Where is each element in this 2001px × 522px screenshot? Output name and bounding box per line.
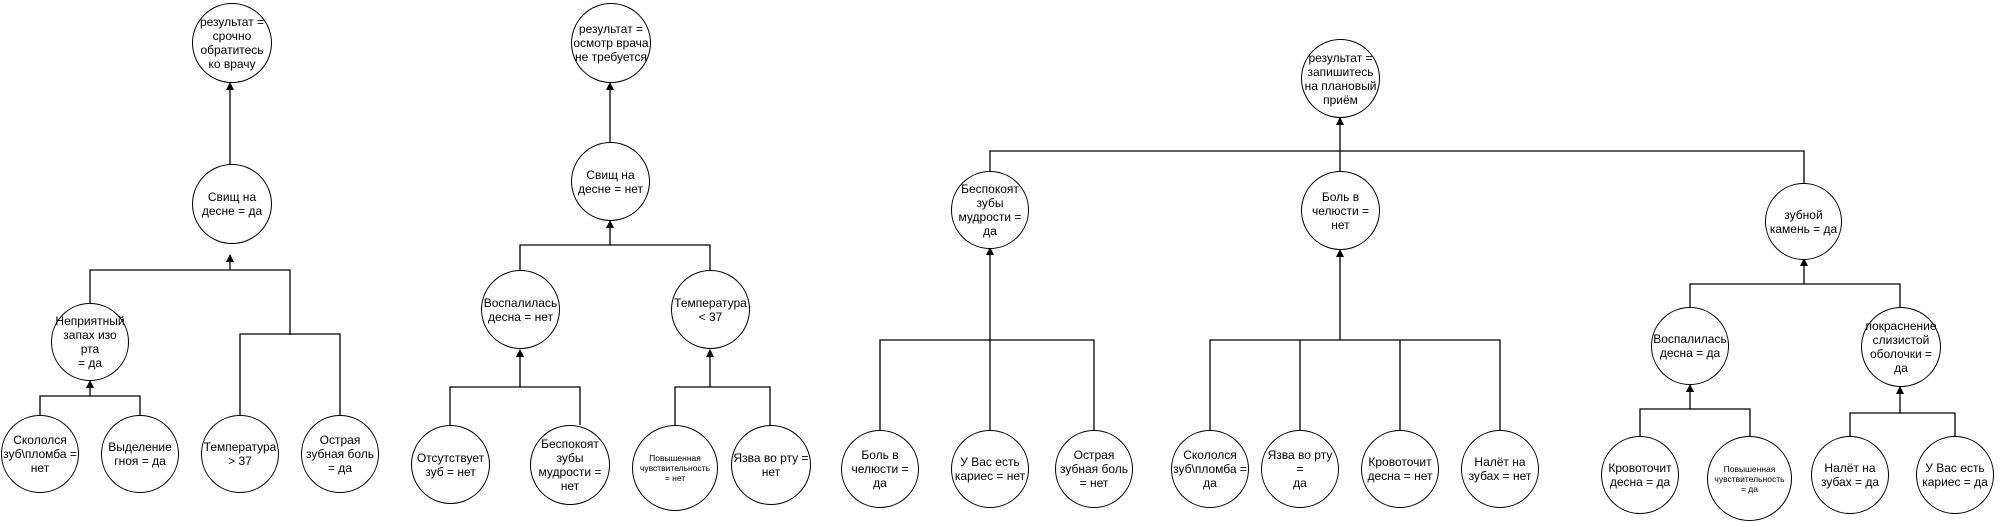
node-label: У Вас есть кариес = нет (954, 455, 1026, 483)
node-t3-mudr: Беспокоят зубы мудрости = да (951, 171, 1029, 249)
node-label: Острая зубная боль = да (305, 433, 375, 475)
node-t3-kamen: зубной камень = да (1765, 183, 1842, 260)
node-label: Выделение гноя = да (108, 440, 172, 468)
node-label: покраснение слизистой оболочки = да (1865, 319, 1937, 375)
node-label: Неприятный запах изо рта = да (55, 314, 125, 370)
node-label: Острая зубная боль = нет (1059, 448, 1129, 490)
node-t2-result: результат = осмотр врача не требуется (571, 3, 651, 83)
node-t2-yazva: Язва во рту = нет (731, 425, 811, 505)
node-label: результат = осмотр врача не требуется (573, 22, 649, 64)
node-t2-vospal: Воспалилась десна = нет (481, 270, 560, 349)
node-t1-zapah: Неприятный запах изо рта = да (51, 303, 129, 381)
node-label: Воспалилась десна = да (1653, 332, 1727, 360)
node-label: Скололся зуб\пломба = да (1173, 448, 1247, 490)
node-t1-skolol: Скололся зуб\пломба = нет (1, 415, 79, 493)
node-t3-vospal: Воспалилась десна = да (1651, 307, 1729, 385)
node-t2-chuvst: Повышенная чувствительность = нет (632, 425, 718, 511)
node-label: Боль в челюсти = нет (1311, 189, 1370, 232)
node-t1-temp: Температура > 37 (201, 415, 279, 493)
node-label: Повышенная чувствительность = нет (639, 453, 711, 483)
node-label: зубной камень = да (1769, 207, 1838, 236)
node-t3-chelust: Боль в челюсти = нет (1301, 171, 1380, 250)
node-label: Налёт на зубах = да (1820, 461, 1880, 489)
node-label: Кровоточит десна = нет (1367, 455, 1433, 483)
node-label: результат = запишитесь на плановый приём (1304, 50, 1377, 107)
connector-lines (39, 82, 1956, 436)
node-t3-skolol: Скололся зуб\пломба = да (1171, 430, 1249, 508)
node-label: Свищ на десне = да (201, 190, 263, 218)
node-t2-svish: Свищ на десне = нет (571, 142, 650, 221)
node-label: Язва во рту = да (1267, 448, 1333, 490)
node-label: Кровоточит десна = да (1608, 461, 1672, 489)
node-label: Язва во рту = нет (733, 451, 809, 479)
node-t3-krovo2: Кровоточит десна = да (1601, 436, 1679, 514)
node-label: Беспокоят зубы мудрости = да (958, 182, 1022, 238)
node-label: Беспокоят зубы мудрости = нет (538, 437, 602, 493)
node-t3-result: результат = запишитесь на плановый приём (1301, 39, 1380, 118)
node-t1-bol: Острая зубная боль = да (301, 415, 379, 493)
node-label: Температура > 37 (203, 440, 277, 468)
node-label: Температура < 37 (674, 295, 747, 324)
node-label: Воспалилась десна = нет (483, 295, 558, 324)
node-label: Налёт на зубах = нет (1468, 455, 1532, 483)
node-label: Боль в челюсти = да (851, 448, 909, 490)
node-t3-bolchel: Боль в челюсти = да (841, 430, 919, 508)
node-t3-nalet: Налёт на зубах = нет (1461, 430, 1539, 508)
node-label: Свищ на десне = нет (577, 167, 644, 196)
node-label: Отсутствует зуб = нет (416, 450, 485, 479)
node-t3-nalet2: Налёт на зубах = да (1811, 436, 1889, 514)
node-t2-mudr: Беспокоят зубы мудрости = нет (530, 425, 610, 505)
node-label: У Вас есть кариес = да (1922, 461, 1988, 489)
node-t1-gnoi: Выделение гноя = да (101, 415, 179, 493)
node-t3-karies2: У Вас есть кариес = да (1916, 436, 1994, 514)
node-label: результат = срочно обратитесь ко врачу (199, 15, 265, 71)
node-t3-yazva: Язва во рту = да (1261, 430, 1339, 508)
node-t3-chuvst: Повышенная чувствительность = да (1707, 436, 1792, 521)
node-t2-temp: Температура < 37 (671, 270, 750, 349)
node-t2-otsut: Отсутствует зуб = нет (411, 425, 490, 504)
node-t1-svish: Свищ на десне = да (192, 164, 272, 244)
node-t3-ostraya: Острая зубная боль = нет (1055, 430, 1133, 508)
node-label: Скололся зуб\пломба = нет (3, 433, 77, 475)
node-t3-pokras: покраснение слизистой оболочки = да (1861, 307, 1941, 387)
node-t1-result: результат = срочно обратитесь ко врачу (192, 3, 272, 83)
node-t3-karies: У Вас есть кариес = нет (951, 430, 1029, 508)
node-label: Повышенная чувствительность = да (1714, 463, 1785, 494)
node-t3-krovo: Кровоточит десна = нет (1361, 430, 1439, 508)
